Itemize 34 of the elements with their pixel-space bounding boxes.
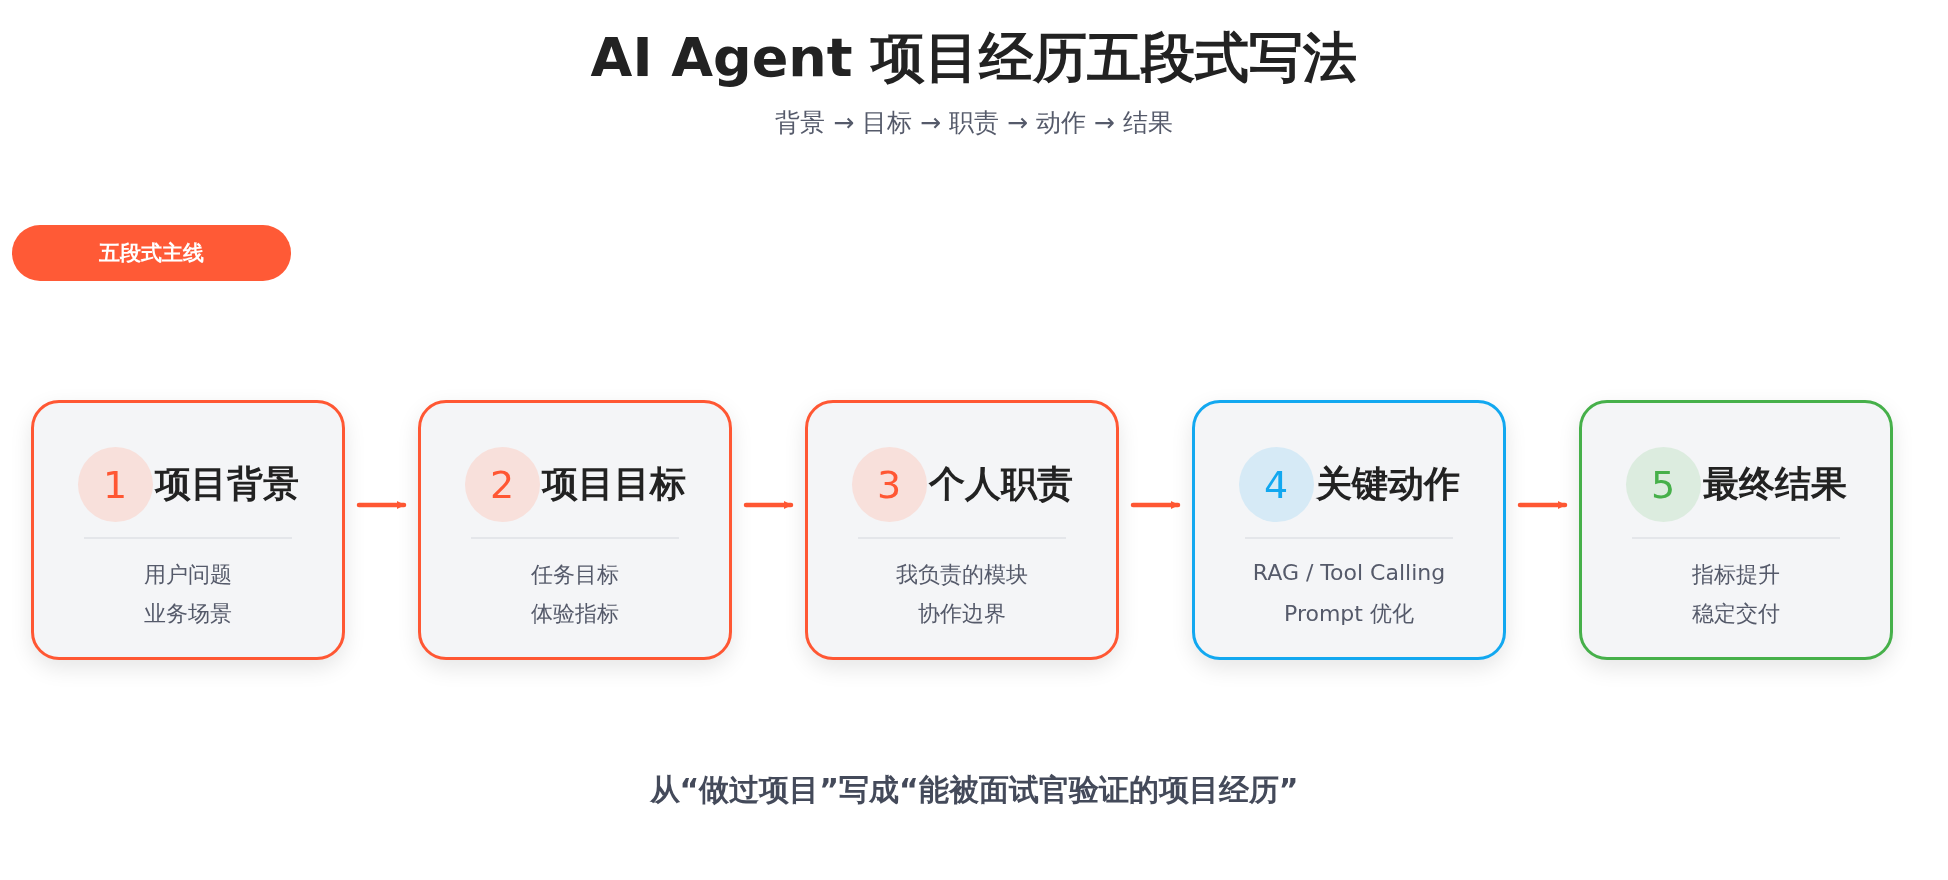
step-number: 5 (1625, 447, 1701, 522)
step-detail: RAG / Tool Calling (1251, 560, 1447, 585)
step-detail: Prompt 优化 (1283, 600, 1415, 628)
step-number: 1 (77, 447, 153, 522)
arrow (1517, 501, 1568, 509)
step-heading: 最终结果 (1702, 462, 1847, 506)
pill-label: 五段式主线 (99, 240, 204, 267)
step-card (1579, 400, 1893, 660)
step-number: 4 (1238, 447, 1314, 522)
step-detail: 体验指标 (530, 600, 620, 628)
step-detail: 稳定交付 (1691, 600, 1781, 628)
step-detail: 业务场景 (143, 600, 233, 628)
subtitle: 背景 → 目标 → 职责 → 动作 → 结果 (775, 108, 1173, 137)
step-detail: 指标提升 (1691, 561, 1781, 589)
arrow (743, 501, 794, 509)
step-heading: 关键动作 (1315, 462, 1460, 506)
arrow (356, 501, 407, 509)
step-heading: 个人职责 (928, 462, 1073, 506)
step-card (805, 400, 1119, 660)
step-heading: 项目目标 (541, 462, 686, 506)
caption: 从“做过项目”写成“能被面试官验证的项目经历” (649, 772, 1299, 807)
step-card (31, 400, 345, 660)
title: AI Agent 项目经历五段式写法 (590, 25, 1358, 91)
step-detail: 用户问题 (143, 561, 233, 589)
arrow (1130, 501, 1181, 509)
step-card (418, 400, 732, 660)
step-heading: 项目背景 (154, 462, 299, 506)
step-detail: 协作边界 (917, 600, 1007, 628)
step-detail: 任务目标 (530, 561, 620, 589)
step-number: 3 (851, 447, 927, 522)
label-pill (12, 225, 291, 281)
step-detail: 我负责的模块 (895, 561, 1029, 589)
step-number: 2 (464, 447, 540, 522)
step-card (1192, 400, 1506, 660)
